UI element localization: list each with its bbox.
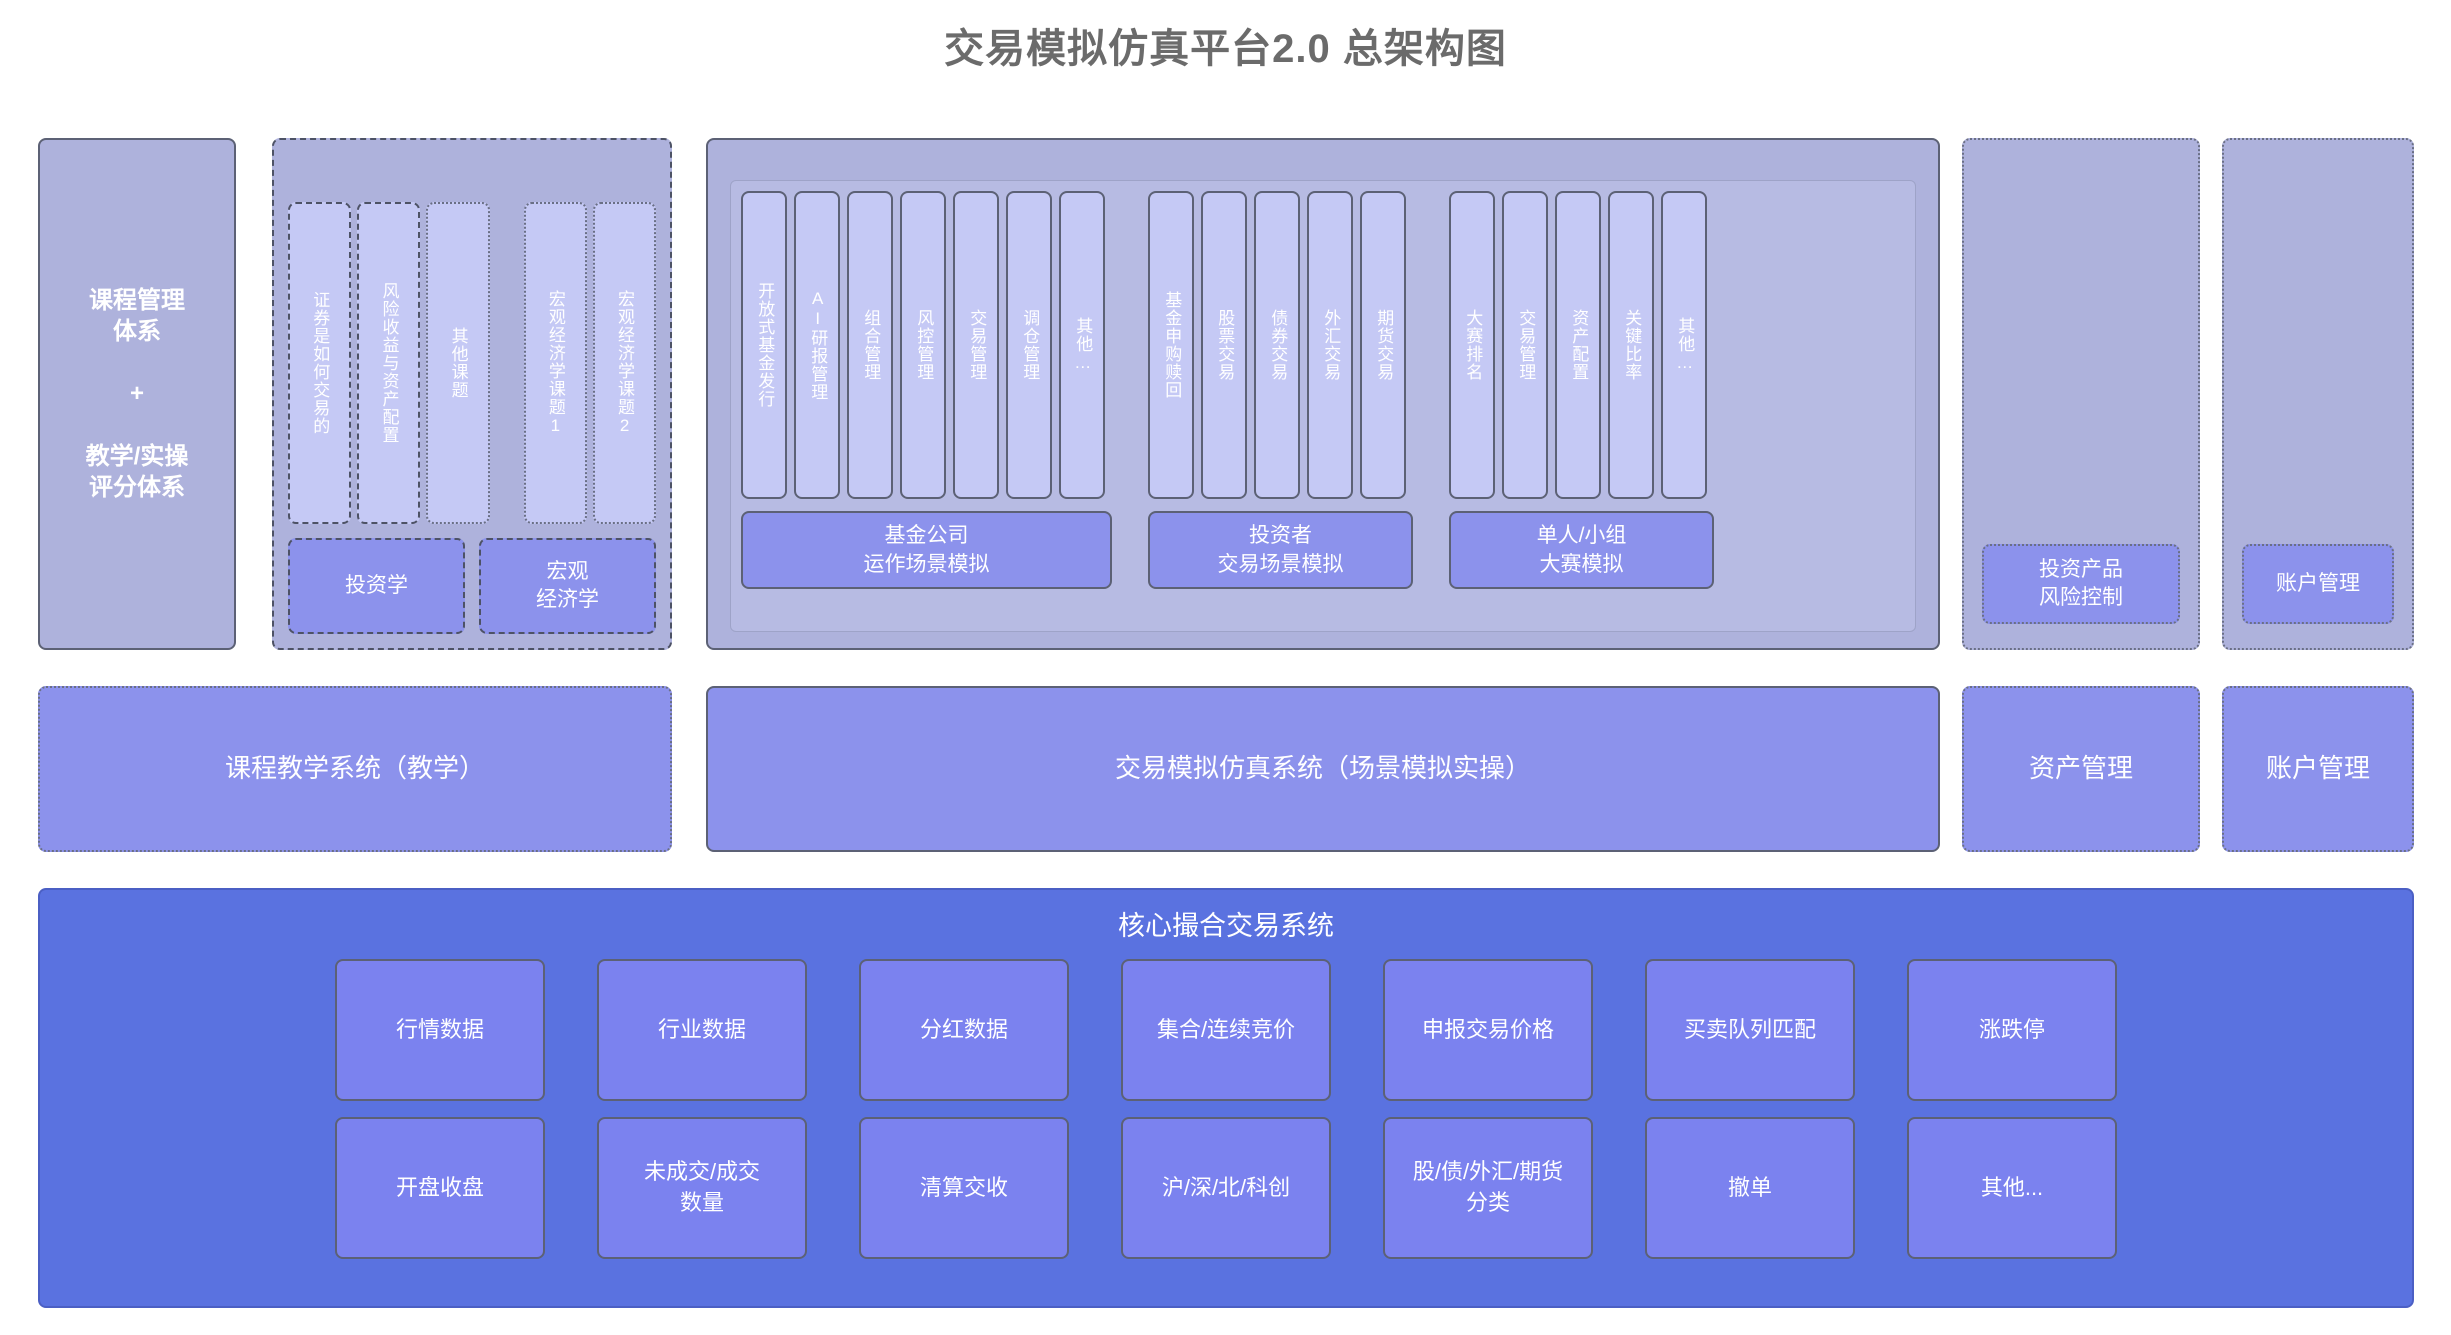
scenario-footer-list: 基金公司 运作场景模拟 投资者 交易场景模拟 单人/小组 大赛模拟 <box>741 511 1905 589</box>
risk-control-panel: 投资产品 风险控制 <box>1962 138 2200 650</box>
curriculum-group-panel: 证券是如何交易的 风险收益与资产配置 其他课题 宏观经济学课题1 宏观经济学课题… <box>272 138 672 650</box>
topic-card[interactable]: 风险收益与资产配置 <box>357 202 421 524</box>
module-cell[interactable]: 其他… <box>1661 191 1707 499</box>
core-feature-cell[interactable]: 申报交易价格 <box>1383 959 1593 1101</box>
module-cell[interactable]: 交易管理 <box>1502 191 1548 499</box>
core-matching-system-panel: 核心撮合交易系统 行情数据 行业数据 分红数据 集合/连续竞价 申报交易价格 买… <box>38 888 2414 1308</box>
module-cell[interactable]: 风控管理 <box>900 191 946 499</box>
core-feature-cell[interactable]: 撤单 <box>1645 1117 1855 1259</box>
module-cell[interactable]: 关键比率 <box>1608 191 1654 499</box>
layer-business-modules: 课程管理 体系 + 教学/实操 评分体系 证券是如何交易的 风险收益与资产配置 … <box>0 138 2451 650</box>
curriculum-topics-list: 证券是如何交易的 风险收益与资产配置 其他课题 宏观经济学课题1 宏观经济学课题… <box>288 202 657 524</box>
module-cell[interactable]: 交易管理 <box>953 191 999 499</box>
module-cell[interactable]: 资产配置 <box>1555 191 1601 499</box>
scenario-group-investor: 基金申购赎回 股票交易 债券交易 外汇交易 期货交易 <box>1148 191 1413 499</box>
core-feature-cell[interactable]: 股/债/外汇/期货 分类 <box>1383 1117 1593 1259</box>
module-cell[interactable]: 股票交易 <box>1201 191 1247 499</box>
core-feature-cell[interactable]: 未成交/成交 数量 <box>597 1117 807 1259</box>
scenario-footer[interactable]: 投资者 交易场景模拟 <box>1148 511 1413 589</box>
core-feature-cell[interactable]: 行情数据 <box>335 959 545 1101</box>
core-system-title: 核心撮合交易系统 <box>1118 911 1334 941</box>
module-cell-list: 基金申购赎回 股票交易 债券交易 外汇交易 期货交易 <box>1148 191 1413 499</box>
topic-spacer <box>496 202 518 524</box>
scenario-footer[interactable]: 基金公司 运作场景模拟 <box>741 511 1112 589</box>
scenario-footer[interactable]: 单人/小组 大赛模拟 <box>1449 511 1714 589</box>
curriculum-courses-list: 投资学 宏观 经济学 <box>288 538 656 634</box>
core-feature-cell[interactable]: 集合/连续竞价 <box>1121 959 1331 1101</box>
scenario-group-contest: 大赛排名 交易管理 资产配置 关键比率 其他… <box>1449 191 1714 499</box>
risk-control-card[interactable]: 投资产品 风险控制 <box>1982 544 2180 624</box>
course-card[interactable]: 宏观 经济学 <box>479 538 656 634</box>
module-cell[interactable]: 期货交易 <box>1360 191 1406 499</box>
core-feature-cell[interactable]: 清算交收 <box>859 1117 1069 1259</box>
system-bar-account-management[interactable]: 账户管理 <box>2222 686 2414 852</box>
course-card[interactable]: 投资学 <box>288 538 465 634</box>
module-cell[interactable]: 组合管理 <box>847 191 893 499</box>
course-management-system-panel[interactable]: 课程管理 体系 + 教学/实操 评分体系 <box>38 138 236 650</box>
system-bar-course-teaching[interactable]: 课程教学系统（教学） <box>38 686 672 852</box>
account-management-card[interactable]: 账户管理 <box>2242 544 2394 624</box>
module-cell[interactable]: 大赛排名 <box>1449 191 1495 499</box>
module-cell[interactable]: 其他… <box>1059 191 1105 499</box>
module-cell[interactable]: 基金申购赎回 <box>1148 191 1194 499</box>
simulation-scenario-groups: 开放式基金发行 AI研报管理 组合管理 风控管理 交易管理 调仓管理 其他… 基… <box>741 191 1905 499</box>
core-feature-cell[interactable]: 其他... <box>1907 1117 2117 1259</box>
topic-card[interactable]: 证券是如何交易的 <box>288 202 352 524</box>
module-cell-list: 开放式基金发行 AI研报管理 组合管理 风控管理 交易管理 调仓管理 其他… <box>741 191 1112 499</box>
account-management-panel: 账户管理 <box>2222 138 2414 650</box>
core-feature-row: 行情数据 行业数据 分红数据 集合/连续竞价 申报交易价格 买卖队列匹配 涨跌停 <box>40 959 2412 1101</box>
system-bar-asset-management[interactable]: 资产管理 <box>1962 686 2200 852</box>
core-feature-cell[interactable]: 行业数据 <box>597 959 807 1101</box>
module-cell-list: 大赛排名 交易管理 资产配置 关键比率 其他… <box>1449 191 1714 499</box>
scenario-group-fund-company: 开放式基金发行 AI研报管理 组合管理 风控管理 交易管理 调仓管理 其他… <box>741 191 1112 499</box>
simulation-modules-inner: 开放式基金发行 AI研报管理 组合管理 风控管理 交易管理 调仓管理 其他… 基… <box>730 180 1916 632</box>
module-cell[interactable]: 外汇交易 <box>1307 191 1353 499</box>
core-feature-cell[interactable]: 分红数据 <box>859 959 1069 1101</box>
core-feature-cell[interactable]: 开盘收盘 <box>335 1117 545 1259</box>
core-feature-cell[interactable]: 沪/深/北/科创 <box>1121 1117 1331 1259</box>
topic-card[interactable]: 其他课题 <box>426 202 490 524</box>
system-bar-trading-simulation[interactable]: 交易模拟仿真系统（场景模拟实操） <box>706 686 1940 852</box>
core-feature-cell[interactable]: 买卖队列匹配 <box>1645 959 1855 1101</box>
page-title: 交易模拟仿真平台2.0 总架构图 <box>944 27 1507 71</box>
core-feature-row: 开盘收盘 未成交/成交 数量 清算交收 沪/深/北/科创 股/债/外汇/期货 分… <box>40 1117 2412 1259</box>
module-cell[interactable]: 开放式基金发行 <box>741 191 787 499</box>
simulation-modules-panel: 开放式基金发行 AI研报管理 组合管理 风控管理 交易管理 调仓管理 其他… 基… <box>706 138 1940 650</box>
module-cell[interactable]: 调仓管理 <box>1006 191 1052 499</box>
module-cell[interactable]: AI研报管理 <box>794 191 840 499</box>
layer-systems: 课程教学系统（教学） 交易模拟仿真系统（场景模拟实操） 资产管理 账户管理 <box>0 686 2451 852</box>
core-feature-cell[interactable]: 涨跌停 <box>1907 959 2117 1101</box>
module-cell[interactable]: 债券交易 <box>1254 191 1300 499</box>
topic-card[interactable]: 宏观经济学课题2 <box>592 202 657 524</box>
topic-card[interactable]: 宏观经济学课题1 <box>523 202 587 524</box>
